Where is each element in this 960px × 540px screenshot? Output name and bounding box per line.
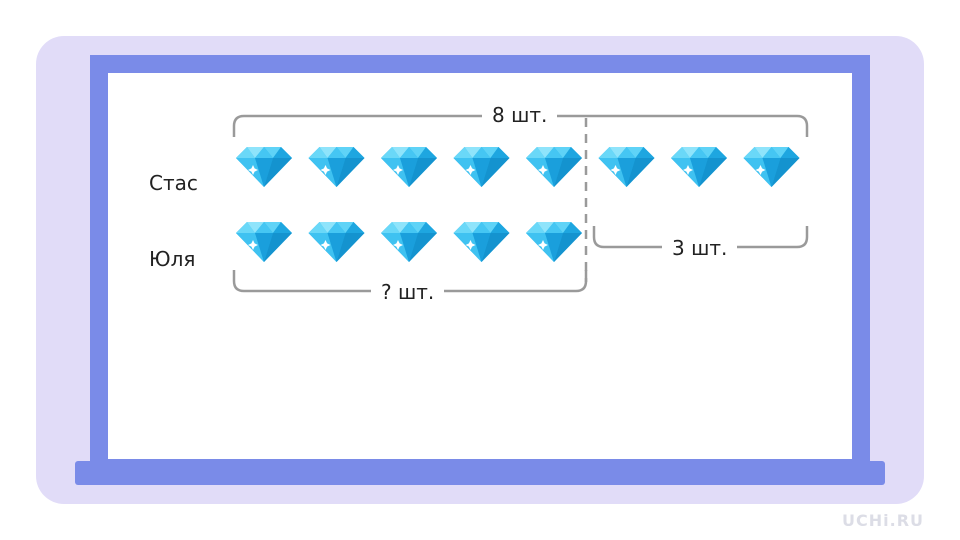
total-count-label: 8 шт. [482,103,558,127]
yulia-diamond-icon [308,222,365,262]
monitor-base [75,461,885,485]
stas-diamond-icon [453,147,510,187]
yulia-diamond-row [236,222,582,262]
monitor-screen [108,73,852,459]
stas-label: Стас [149,171,198,195]
stas-diamond-icon [381,147,437,187]
stas-diamond-icon [743,147,800,187]
yulia-label: Юля [149,247,196,271]
stas-diamond-icon [598,147,655,187]
stas-diamond-icon [526,147,582,187]
difference-count-label: 3 шт. [662,236,738,260]
yulia-diamond-icon [526,222,582,262]
stas-diamond-icon [308,147,365,187]
yulia-diamond-icon [236,222,292,262]
stas-diamond-icon [236,147,292,187]
stas-diamond-icon [671,147,727,187]
yulia-diamond-icon [453,222,510,262]
unknown-count-label: ? шт. [371,280,445,304]
yulia-diamond-icon [381,222,437,262]
stas-diamond-row [236,147,800,187]
uchi-ru-logo: UCHi.RU [842,511,924,530]
